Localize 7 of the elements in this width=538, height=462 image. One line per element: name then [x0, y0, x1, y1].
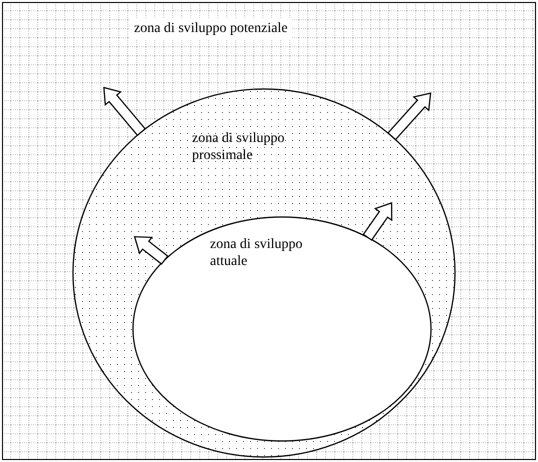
arrow: [362, 202, 392, 241]
arrow: [134, 236, 169, 265]
arrow: [387, 92, 432, 140]
arrow: [103, 86, 146, 136]
zone-label: zona di sviluppo prossimale: [192, 130, 286, 164]
zone-label: zona di sviluppo potenziale: [130, 18, 292, 39]
zone-label: zona di sviluppo attuale: [210, 236, 304, 270]
